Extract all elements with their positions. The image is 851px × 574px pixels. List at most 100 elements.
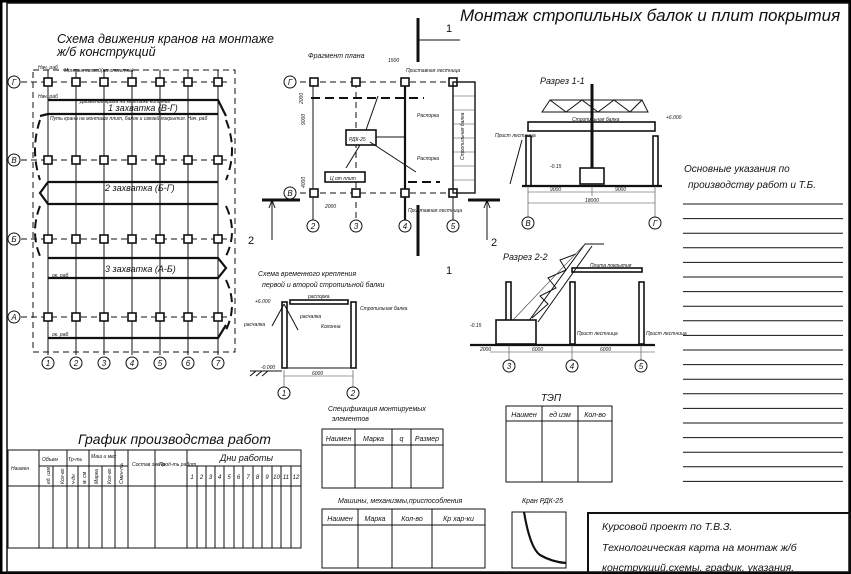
ladder-label-2: Прист лестница [646,331,687,337]
table-header-cell: q [400,436,404,443]
ground-hatch [249,370,282,377]
day-header: 10 [273,475,280,481]
title-line-3: конструкций,схемы, график, указания. [602,562,794,574]
col-duration: Смен-ть [119,463,125,484]
axis-bubble [277,386,291,400]
table-header-cell: Марка [365,516,386,523]
day-header: 6 [237,475,241,481]
elevation-top: +6.000 [666,115,682,121]
axis-label: В [11,156,17,165]
axis-label: 3 [354,222,359,231]
temporary-fixing-scheme: Схема временного крепления первой и втор… [243,271,408,400]
column-right [652,135,659,187]
table-header-cell: Наимен [326,436,352,443]
axis-label: А [10,313,16,322]
sub-mach-2: Кол-во [107,468,113,484]
axis-label: 5 [158,359,163,368]
col-volume: Объем [42,457,58,463]
axis-label: Б [11,235,16,244]
column-4 [569,281,576,345]
axis-bubble [153,356,167,370]
column-icon [213,77,223,87]
plan-fragment-title: Фрагмент плана [308,53,365,60]
column-icon [155,234,165,244]
axis-label: В [525,219,531,228]
dim-9000-2: 9000 [615,187,626,193]
crane-path-exit [48,324,227,340]
crawler-crane-body [495,319,537,345]
dim-4000: 4000 [301,177,307,188]
slab-path-label: Путь крана на монтаже плит, балок и связ… [50,115,207,122]
section-mark-1-top: 1 [446,23,452,35]
axis-bubble [211,356,225,370]
boom-cable [512,243,586,321]
dim-2000: 2000 [479,347,491,353]
start-label: Нач. раб [38,65,58,71]
column-icon [155,312,165,322]
col-labor: Тр-ть [68,457,82,463]
crane-box-label: РДК-25 [349,137,366,143]
table-frame [321,428,444,489]
axis-bubble [181,356,195,370]
column-icon [213,155,223,165]
axis-bubble [446,219,460,233]
dim-6000-1: 6000 [532,347,543,353]
work-schedule: График производства работ Наимен Объем Т… [7,431,302,549]
column-icon [71,312,81,322]
spec-table-group: Спецификация монтируемых элементов Наиме… [321,393,613,569]
dimension-lines [490,345,655,360]
column-icon [400,188,410,198]
section-1-1: Разрез 1-1 Стропильная балка 9000 9000 1… [495,76,682,230]
sub-unit: ед. изм [46,467,52,484]
column-5 [638,281,645,345]
dim-1500: 1500 [388,58,399,64]
column-icon [43,234,53,244]
axis-label: 4 [570,362,575,371]
col-productivity: Прод-ть работ [159,462,196,468]
inner-frame [6,2,850,573]
ladder-top-label: Приставная лестница [406,68,460,74]
stack-box-label: Ц от плит [330,176,356,182]
column-icon [183,234,193,244]
day-header: 9 [265,475,269,481]
scheme-boundary [32,69,236,353]
column-icon [351,77,361,87]
column-path-label: Движение крана на монтаже колонны [79,99,170,105]
axis-label: 2 [310,222,316,231]
axis-bubble [634,359,648,373]
column-left [281,301,288,369]
table-header-cell: Марка [363,436,384,443]
day-header: 4 [218,475,222,481]
notes-title-2: производству работ и Т.Б. [688,179,816,191]
crane-chart-title: Кран РДК-25 [522,498,563,505]
axis-label: 4 [130,359,135,368]
table-header-cell: Размер [415,436,439,443]
brace-mid-label: расчалка [299,314,321,320]
crane-movement-scheme: Схема движения кранов на монтаже ж/б кон… [7,32,274,370]
section-1-1-title: Разрез 1-1 [540,76,585,86]
start-label-2: Нач. раб [38,94,58,100]
table-header-cell: Кол-во [584,412,606,419]
title-line-2: Технологическая карта на монтаж ж/б [602,542,798,554]
ladder [509,139,523,185]
crane-scheme-title-1: Схема движения кранов на монтаже [57,32,274,46]
crane-boom-positions [345,95,417,173]
dim-18000: 18000 [585,198,599,204]
column-left [525,135,532,187]
column-icon [351,188,361,198]
section-2-2-title: Разрез 2-2 [503,252,548,262]
column-icon [99,234,109,244]
strut-label: распорка [307,294,330,300]
title-block-frame [587,512,851,574]
spec-title-1: Спецификация монтируемых [328,406,426,413]
axis-bubble [125,356,139,370]
section-mark-2-right: 2 [491,237,497,249]
day-header: 3 [209,475,213,481]
column-icon [71,77,81,87]
spec-title-2: элементов [332,416,369,423]
column-icon [213,234,223,244]
axis-bubble [7,75,21,89]
crane-chart-box [511,511,567,569]
